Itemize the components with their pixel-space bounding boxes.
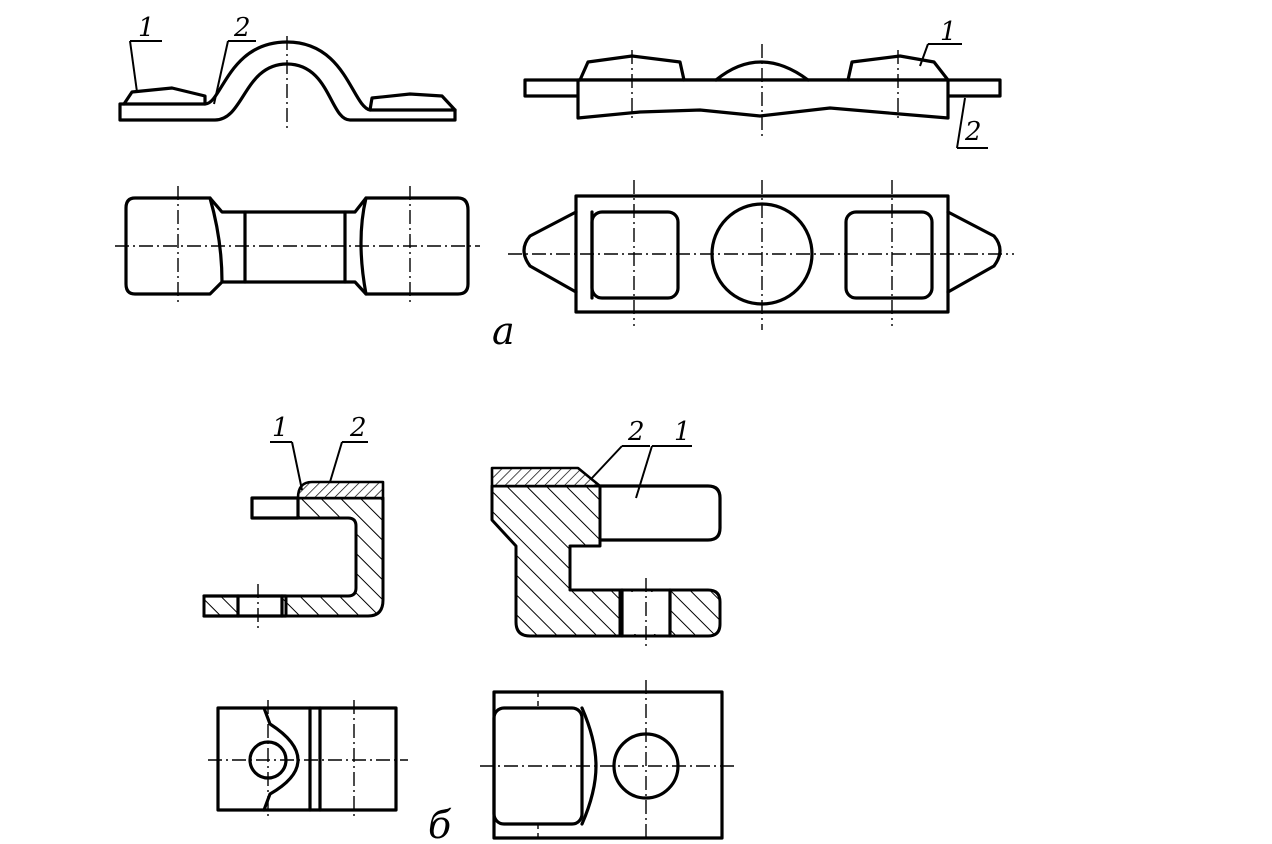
callout-a-side-right-2: 2 [964,117,982,147]
a-flat-contact-side-view [523,43,1002,149]
caption-b: б [428,803,452,844]
callout-b-left-1: 1 [272,413,289,443]
a-arched-contact-side-view [118,36,457,128]
a-flat-contact-plan-view [508,180,1014,330]
b-left-section [202,441,385,628]
b-left-plan-view [208,700,408,818]
part-b [202,441,736,842]
callout-b-left-2: 2 [349,413,367,443]
caption-a: а [492,309,515,353]
callout-a-side-right-1: 1 [940,17,957,47]
callout-b-right-2: 2 [627,417,645,447]
part-a [115,36,1014,330]
a-arched-contact-plan-view [115,186,480,306]
b-right-plan-view [480,680,736,842]
b-right-section [490,445,722,648]
callout-b-right-1: 1 [674,417,691,447]
callout-a-side-left-1: 1 [138,13,155,43]
callout-a-side-left-2: 2 [233,13,251,43]
